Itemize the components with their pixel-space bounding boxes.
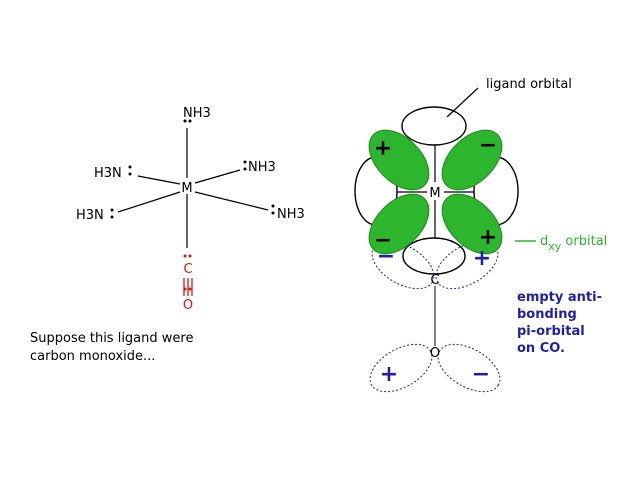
pi-label-line-4: on CO. (517, 341, 565, 356)
pi-orbital-label: empty anti- bonding pi-orbital on CO. (517, 290, 602, 356)
ligand-top: NH3 (183, 106, 211, 121)
dxy-sign-upper-left: + (374, 136, 392, 161)
co-oxygen: O (183, 298, 193, 313)
dxy-lobe-lower-right (441, 193, 503, 255)
caption-line-2: carbon monoxide... (30, 349, 155, 364)
dxy-sign-lower-left: − (374, 228, 392, 253)
ligand-orbital-pointer (446, 87, 479, 118)
pi-sign-oxygen-left: + (380, 362, 398, 387)
co-carbon: C (183, 262, 192, 277)
pi-sign-carbon-right: + (473, 246, 491, 271)
dxy-orbital (368, 129, 503, 255)
lone-pair-dots (110, 119, 275, 219)
bond-upper-left (137, 175, 181, 185)
dxy-sign-lower-right: + (479, 225, 497, 250)
pi-lobe-oxygen-right (437, 343, 501, 393)
caption-line-1: Suppose this ligand were (30, 331, 193, 346)
pi-label-line-3: pi-orbital (517, 324, 585, 339)
metal-center-right: M (429, 186, 440, 201)
dxy-lobe-upper-left (368, 129, 430, 191)
dxy-lobe-upper-right (441, 129, 503, 191)
carbon-atom: C (430, 273, 439, 288)
pi-label-line-2: bonding (517, 307, 577, 322)
pi-sign-oxygen-right: − (472, 362, 490, 387)
bond-upper-right (194, 169, 241, 184)
ligand-orbital-label: ligand orbital (486, 77, 572, 92)
pi-sign-carbon-left: − (377, 244, 395, 269)
dxy-lobe-lower-left (368, 193, 430, 255)
oxygen-atom: O (430, 346, 440, 361)
ligand-upper-right: NH3 (248, 160, 276, 175)
dxy-label: dxy orbital (540, 234, 607, 253)
pi-label-line-1: empty anti- (517, 290, 602, 305)
ligand-upper-left: H3N (94, 166, 122, 181)
orbital-diagram: M C O + − − + − + + − ligand orbital dxy… (354, 77, 607, 393)
metal-center: M (181, 181, 192, 196)
ligand-orbital-top (401, 106, 467, 146)
bond-lower-left (117, 191, 181, 213)
co-ligand: C O (183, 254, 193, 313)
octahedral-complex: M NH3 H3N NH3 H3N NH3 C O Suppose this l… (30, 106, 305, 364)
bond-lower-right (194, 191, 269, 211)
dxy-sign-upper-right: − (479, 133, 497, 158)
ligand-orbital-bottom (402, 237, 466, 275)
ligand-lower-left: H3N (76, 208, 104, 223)
ligand-lower-right: NH3 (277, 207, 305, 222)
pi-lobe-oxygen-left (369, 343, 433, 393)
